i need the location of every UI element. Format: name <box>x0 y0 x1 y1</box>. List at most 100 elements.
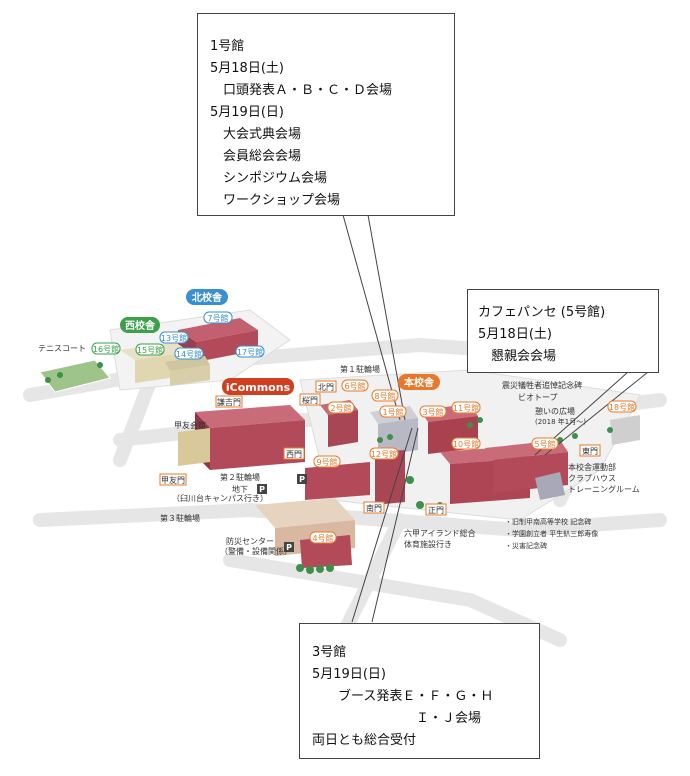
koyu-hall-label: 甲友会館 <box>174 420 206 430</box>
svg-text:7号館: 7号館 <box>207 313 228 323</box>
svg-text:5号館: 5号館 <box>534 439 555 449</box>
svg-text:桜門: 桜門 <box>302 395 318 405</box>
parking-p-icon: P <box>257 484 267 494</box>
svg-text:2号館: 2号館 <box>330 403 351 413</box>
tag-b17: 17号館 <box>235 345 265 358</box>
svg-text:17号館: 17号館 <box>237 347 263 357</box>
tag-b10: 10号館 <box>451 437 481 450</box>
callout-line: 会員総会会場 <box>210 149 302 164</box>
svg-text:6号館: 6号館 <box>344 381 365 391</box>
tag-b12: 12号館 <box>369 447 399 460</box>
gate-sakura: 桜門 <box>299 393 321 406</box>
svg-text:西門: 西門 <box>286 450 302 459</box>
tag-b1: 1号館 <box>379 405 407 418</box>
north-campus-label: 北校舎 <box>192 291 223 304</box>
gate-minami: 南門 <box>363 501 385 514</box>
north-west-tags: 7号館 13号館 14号館 17号館 15号館 16号館 <box>91 311 265 360</box>
gates: 北門 桜門 謙吉門 西門 甲友門 南門 正門 東門 <box>159 380 601 516</box>
monument-label-2: ・学園創立者 平生釟三郎寿像 <box>505 529 598 538</box>
svg-text:甲友門: 甲友門 <box>161 475 185 485</box>
gate-kofu: 甲友門 <box>159 473 187 486</box>
building1-callout: 1号館 5月18日(土) 口頭発表Ａ・Ｂ・Ｃ・Ｄ会場 5月19日(日) 大会式典… <box>197 13 455 216</box>
callout-line: 3号館 <box>312 645 347 660</box>
svg-text:11号館: 11号館 <box>453 403 479 413</box>
callout-line: 5月18日(土) <box>210 61 284 76</box>
building-tags: 6号館 8号館 2号館 1号館 3号館 11号館 10号館 5号館 18号館 1… <box>309 379 637 544</box>
tag-b4: 4号館 <box>309 531 337 544</box>
tag-b5: 5号館 <box>531 437 559 450</box>
svg-text:東門: 東門 <box>582 446 598 456</box>
tag-b3: 3号館 <box>419 405 447 418</box>
tag-b11: 11号館 <box>451 401 481 414</box>
callout-line: ブース発表Ｅ・Ｆ・Ｇ・Ｈ <box>312 689 494 704</box>
club-label-2: クラブハウス <box>568 473 616 483</box>
callout-line: 懇親会会場 <box>478 349 557 364</box>
club-label-1: 本校舎運動部 <box>568 462 616 472</box>
building3-callout: 3号館 5月19日(日) ブース発表Ｅ・Ｆ・Ｇ・Ｈ Ｉ・Ｊ会場 両日とも総合受付 <box>299 623 540 759</box>
parking-icons: P P P <box>257 474 307 552</box>
callout-line: 両日とも総合受付 <box>312 733 417 748</box>
svg-text:1号館: 1号館 <box>382 407 403 417</box>
svg-text:9号館: 9号館 <box>316 457 337 467</box>
west-campus-badge: 西校舎 <box>120 317 160 333</box>
tag-b2: 2号館 <box>327 401 355 414</box>
svg-text:正門: 正門 <box>428 506 444 515</box>
koyu-hall <box>178 428 210 466</box>
callout-line: 5月18日(土) <box>478 327 552 342</box>
tag-b18: 18号館 <box>607 400 637 413</box>
callout-line: 5月19日(日) <box>312 667 386 682</box>
tennis-label: テニスコート <box>38 344 86 353</box>
gym-label-1: 六甲アイランド総合 <box>404 528 476 538</box>
svg-text:北門: 北門 <box>318 383 334 392</box>
svg-text:13号館: 13号館 <box>161 333 187 343</box>
tag-b6: 6号館 <box>341 379 369 392</box>
svg-text:18号館: 18号館 <box>609 402 635 412</box>
bus-label: （臼川台キャンパス行き） <box>172 493 268 503</box>
svg-text:4号館: 4号館 <box>312 533 333 543</box>
callout-line: 1号館 <box>210 39 245 54</box>
svg-text:16号館: 16号館 <box>93 344 119 354</box>
svg-text:8号館: 8号館 <box>374 391 395 401</box>
svg-text:14号館: 14号館 <box>176 349 202 359</box>
square-label-2: (2018 年1月〜) <box>535 417 586 426</box>
tennis-court <box>39 359 111 393</box>
icommons-label: iCommons <box>226 381 291 394</box>
callout-line: シンポジウム会場 <box>210 171 328 186</box>
svg-text:南門: 南門 <box>366 503 382 513</box>
square-label-1: 憩いの広場 <box>535 406 575 416</box>
parking2-label: 第２駐輪場 <box>220 472 260 482</box>
tag-b9: 9号館 <box>313 455 341 468</box>
parking3-label: 第３駐輪場 <box>160 513 200 523</box>
map-labels: テニスコート 第１駐輪場 甲友会館 第２駐輪場 地下 （臼川台キャンパス行き） … <box>38 344 640 556</box>
tag-b16: 16号館 <box>91 342 121 355</box>
callout-line: Ｉ・Ｊ会場 <box>312 711 482 726</box>
tag-b8: 8号館 <box>371 389 399 402</box>
gym-label-2: 体育施設行き <box>404 539 452 549</box>
underground-label: 地下 <box>232 484 248 494</box>
svg-text:10号館: 10号館 <box>453 439 479 449</box>
monument-label-3: ・災害記念碑 <box>505 541 547 550</box>
callout-line: 口頭発表Ａ・Ｂ・Ｃ・Ｄ会場 <box>210 83 393 98</box>
biotope-label: ビオトープ <box>518 393 558 402</box>
callout-line: カフェパンセ (5号館) <box>478 305 606 320</box>
tag-b13: 13号館 <box>159 331 189 344</box>
memorial-label: 震災犠牲者追悼記念碑 <box>502 380 582 390</box>
gate-north: 北門 <box>315 380 337 393</box>
main-campus-label: 本校舎 <box>404 376 435 389</box>
icommons-badge: iCommons <box>222 378 294 395</box>
bousai-label-1: 防災センター <box>226 536 274 546</box>
svg-text:謙吉門: 謙吉門 <box>217 397 241 407</box>
monument-label-1: ・旧制甲南高等学校 記念碑 <box>505 517 591 526</box>
north-campus-badge: 北校舎 <box>186 289 228 305</box>
svg-text:P: P <box>259 485 265 494</box>
gate-sei: 正門 <box>425 503 447 516</box>
svg-text:P: P <box>299 475 305 484</box>
svg-text:3号館: 3号館 <box>422 407 443 417</box>
tag-b14: 14号館 <box>174 347 204 360</box>
gate-nishi: 西門 <box>283 447 305 460</box>
west-campus-label: 西校舎 <box>125 319 156 332</box>
gate-higashi: 東門 <box>579 444 601 457</box>
svg-text:15号館: 15号館 <box>137 345 163 355</box>
parking-p-icon: P <box>297 474 307 484</box>
